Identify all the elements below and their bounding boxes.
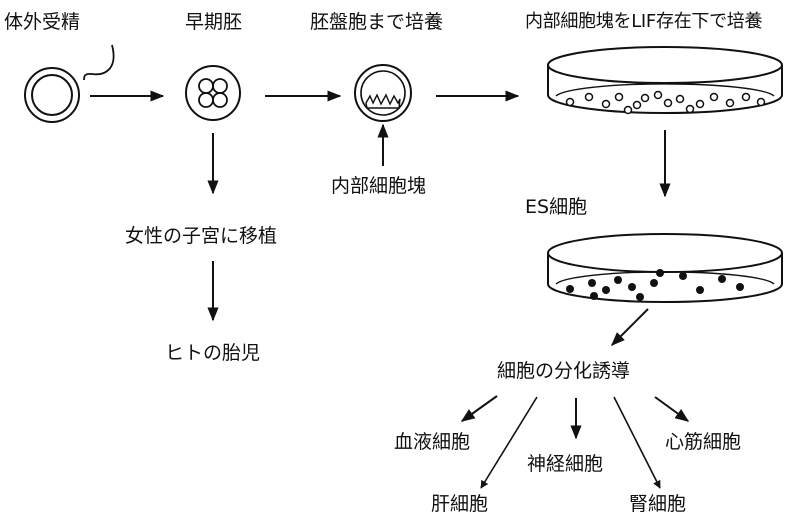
label-blastocyst-culture: 胚盤胞まで培養 bbox=[310, 11, 444, 33]
label-liver-cells: 肝細胞 bbox=[431, 493, 489, 515]
es-cell-dish-icon bbox=[547, 233, 783, 303]
arrow-es-to-differentiation bbox=[611, 308, 649, 346]
label-human-fetus: ヒトの胎児 bbox=[165, 342, 261, 364]
sperm-pointer-line bbox=[83, 44, 115, 81]
arrow-to-heart-cells bbox=[654, 396, 690, 422]
label-nerve-cells: 神経細胞 bbox=[527, 453, 604, 475]
label-heart-muscle-cells: 心筋細胞 bbox=[665, 431, 742, 453]
label-early-embryo: 早期胚 bbox=[185, 11, 243, 33]
label-inner-cell-mass: 内部細胞塊 bbox=[331, 175, 427, 197]
fertilized-egg-icon bbox=[24, 67, 80, 123]
label-ivf: 体外受精 bbox=[4, 11, 81, 33]
label-kidney-cells: 腎細胞 bbox=[629, 493, 687, 515]
arrow-to-liver-cells bbox=[480, 396, 538, 489]
label-icm-culture: 内部細胞塊をLIF存在下で培養 bbox=[525, 11, 763, 32]
label-implant: 女性の子宮に移植 bbox=[125, 225, 278, 247]
label-blood-cells: 血液細胞 bbox=[394, 431, 471, 453]
icm-culture-dish-icon bbox=[547, 46, 783, 115]
arrow-to-blood-cells bbox=[460, 395, 498, 422]
label-es-cells: ES細胞 bbox=[525, 196, 588, 218]
arrow-to-kidney-cells bbox=[613, 396, 661, 489]
blastocyst-icon bbox=[354, 64, 412, 122]
label-differentiation: 細胞の分化誘導 bbox=[497, 360, 631, 382]
early-embryo-icon bbox=[185, 65, 241, 121]
